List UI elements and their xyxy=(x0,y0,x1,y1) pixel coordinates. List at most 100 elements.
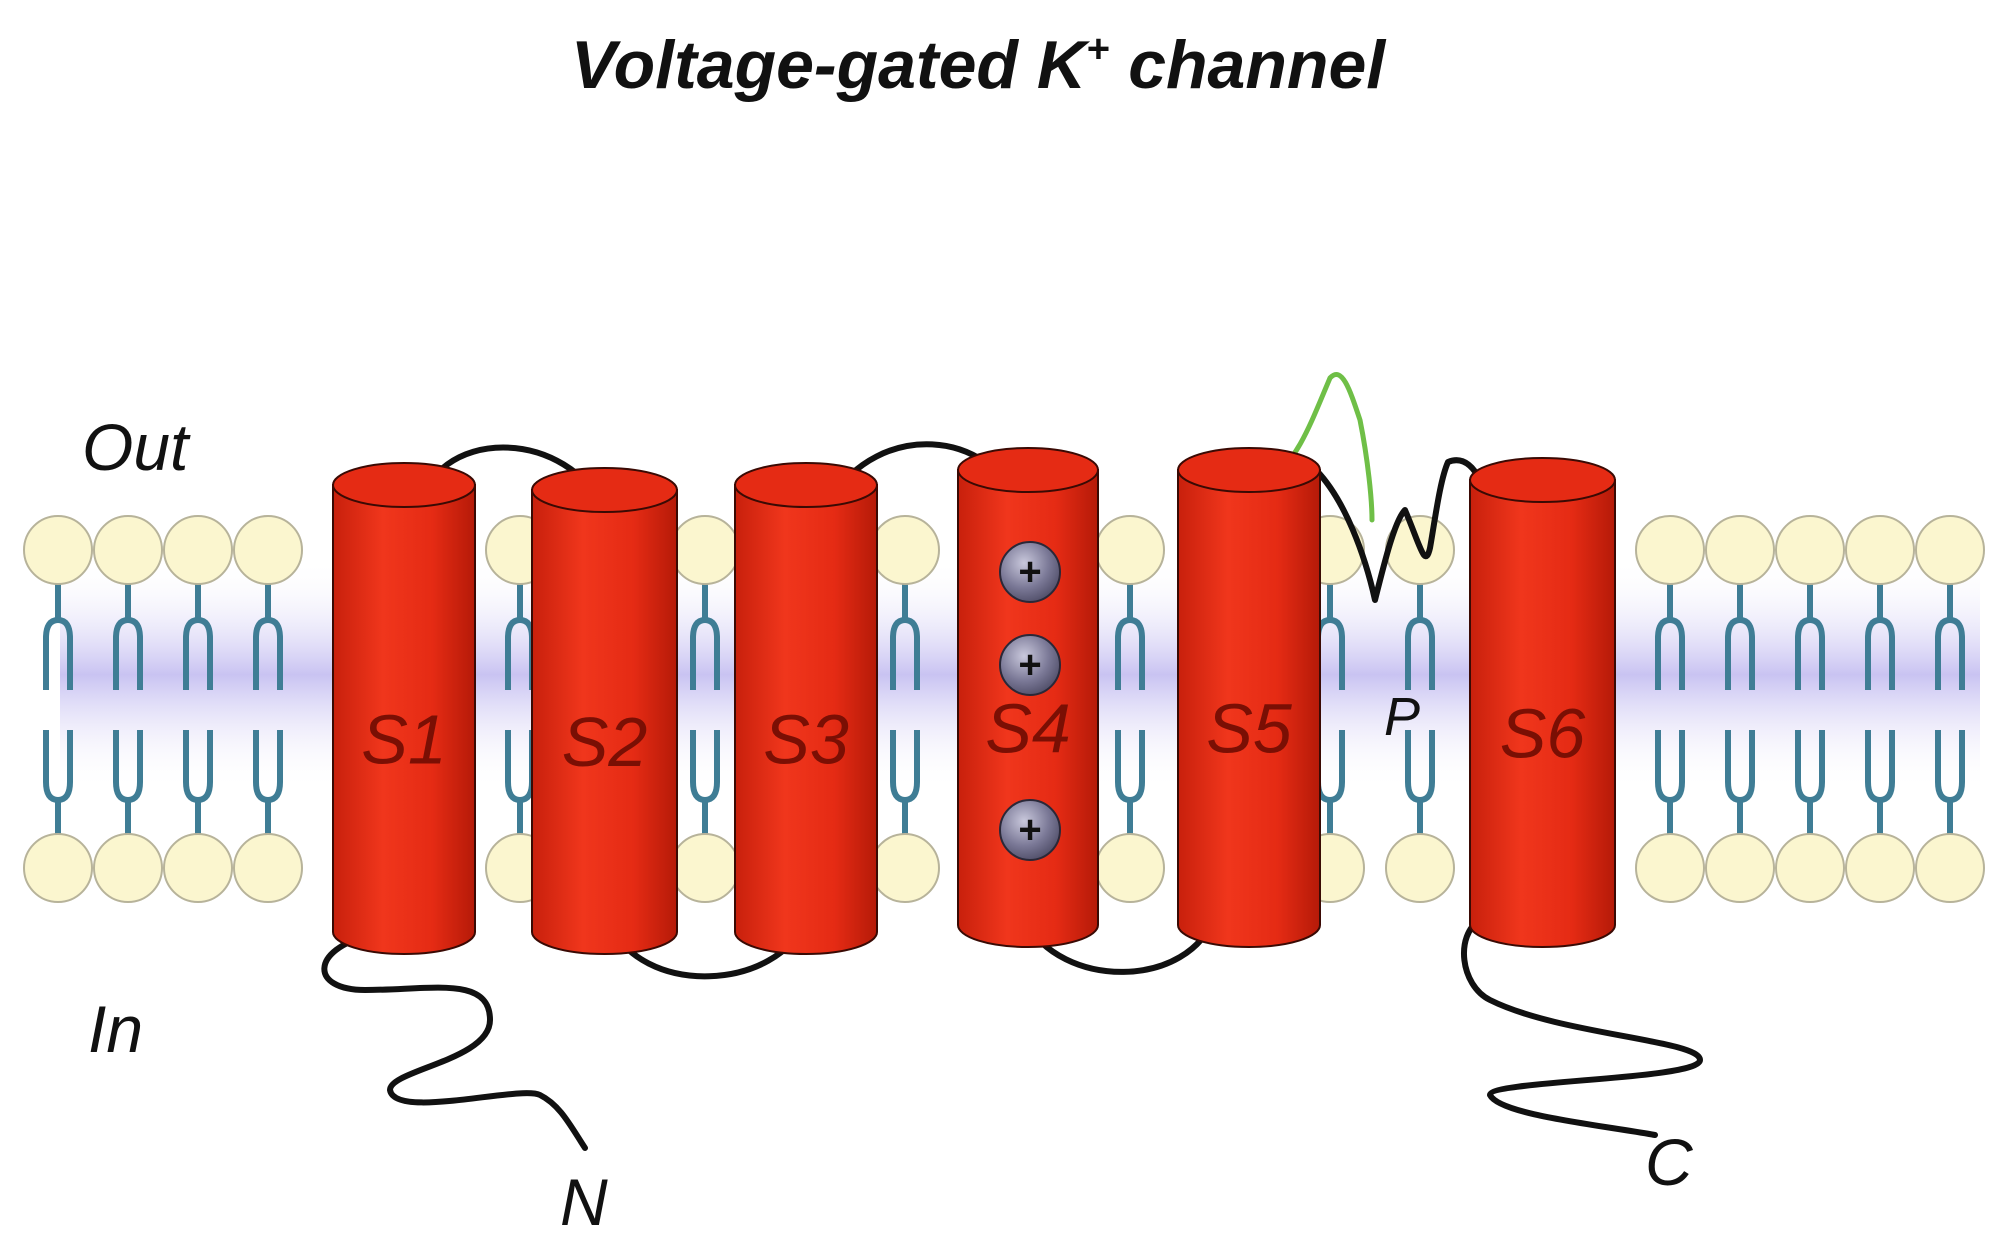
svg-text:+: + xyxy=(1018,808,1041,852)
helix-top-cap xyxy=(957,447,1099,493)
helix-s5: S5 xyxy=(1177,447,1321,948)
lipid-pair xyxy=(1385,515,1455,903)
helix-top-cap xyxy=(1177,447,1321,493)
lipid-headgroup-lower xyxy=(1385,833,1455,903)
lipid-tail xyxy=(1405,730,1435,804)
helix-body xyxy=(332,484,476,955)
helix-s1: S1 xyxy=(332,462,476,955)
lipid-headgroup-lower xyxy=(1635,833,1705,903)
lipid-pair xyxy=(93,515,163,903)
lipid-pair xyxy=(870,515,940,903)
lipid-tail xyxy=(1865,616,1895,690)
lipid-tail xyxy=(1725,616,1755,690)
lipid-headgroup-upper xyxy=(670,515,740,585)
helix-top-cap xyxy=(332,462,476,508)
title-main: Voltage-gated K xyxy=(571,27,1091,103)
helix-label: S6 xyxy=(1500,695,1586,773)
helix-label: S1 xyxy=(361,701,447,779)
lipid-tail xyxy=(1795,616,1825,690)
lipid-tail xyxy=(1655,730,1685,804)
helix-body xyxy=(531,489,678,955)
lipid-headgroup-lower xyxy=(1705,833,1775,903)
lipid-pair xyxy=(233,515,303,903)
lipid-tail xyxy=(253,730,283,804)
lipid-pair xyxy=(23,515,93,903)
positive-charge-icon: + xyxy=(999,799,1061,861)
lipid-tail xyxy=(183,730,213,804)
lipid-tail xyxy=(1655,616,1685,690)
helix-s6: S6 xyxy=(1469,457,1616,948)
helix-label: S5 xyxy=(1206,690,1293,768)
pore-loop-green-segment xyxy=(1265,372,1375,523)
lipid-pair xyxy=(1845,515,1915,903)
lipid-tail xyxy=(690,730,720,804)
lipid-headgroup-lower xyxy=(670,833,740,903)
lipid-headgroup-upper xyxy=(93,515,163,585)
lipid-tail xyxy=(690,616,720,690)
lipid-tail xyxy=(253,616,283,690)
diagram-title: Voltage-gated K+ channel xyxy=(571,27,1387,103)
lipid-tail xyxy=(890,616,920,690)
helix-top-cap xyxy=(1469,457,1616,503)
lipid-headgroup-upper xyxy=(1095,515,1165,585)
title-tail: channel xyxy=(1109,27,1387,103)
lipid-pair xyxy=(1705,515,1775,903)
label-n-terminus: N xyxy=(560,1165,608,1239)
lipid-headgroup-lower xyxy=(233,833,303,903)
lipid-headgroup-lower xyxy=(870,833,940,903)
label-out: Out xyxy=(82,410,191,484)
lipid-pair xyxy=(1635,515,1705,903)
svg-text:+: + xyxy=(1018,643,1041,687)
lipid-headgroup-upper xyxy=(233,515,303,585)
label-pore: P xyxy=(1384,687,1420,747)
helix-top-cap xyxy=(531,467,678,513)
lipid-tail xyxy=(1935,730,1965,804)
lipid-tail xyxy=(43,730,73,804)
lipid-pair xyxy=(670,515,740,903)
helix-s2: S2 xyxy=(531,467,678,955)
lipid-tail xyxy=(1935,616,1965,690)
lipid-headgroup-upper xyxy=(1915,515,1985,585)
label-c-terminus: C xyxy=(1645,1125,1694,1199)
lipid-tail xyxy=(43,616,73,690)
helix-top-cap xyxy=(734,462,878,508)
lipid-pair xyxy=(1915,515,1985,903)
lipid-headgroup-upper xyxy=(870,515,940,585)
c-terminal-tail xyxy=(1461,917,1703,1138)
helix-label: S4 xyxy=(985,690,1071,768)
lipid-headgroup-lower xyxy=(23,833,93,903)
helix-body xyxy=(1177,469,1321,948)
helix-body xyxy=(734,484,878,955)
lipid-headgroup-upper xyxy=(163,515,233,585)
lipid-tail xyxy=(1795,730,1825,804)
lipid-headgroup-upper xyxy=(1775,515,1845,585)
lipid-tail xyxy=(1115,730,1145,804)
helix-body xyxy=(957,469,1099,948)
helix-label: S2 xyxy=(562,703,648,781)
lipid-headgroup-upper xyxy=(1705,515,1775,585)
lipid-tail xyxy=(113,730,143,804)
positive-charge-icon: + xyxy=(999,634,1061,696)
lipid-molecules xyxy=(23,515,1985,903)
lipid-headgroup-lower xyxy=(1845,833,1915,903)
lipid-headgroup-upper xyxy=(1845,515,1915,585)
lipid-headgroup-lower xyxy=(1775,833,1845,903)
lipid-tail xyxy=(183,616,213,690)
lipid-pair xyxy=(1095,515,1165,903)
helix-body xyxy=(1469,479,1616,948)
lipid-headgroup-lower xyxy=(93,833,163,903)
lipid-tail xyxy=(1405,616,1435,690)
helix-label: S3 xyxy=(763,701,849,779)
positive-charge-icon: + xyxy=(999,541,1061,603)
lipid-tail xyxy=(113,616,143,690)
helix-s4: S4+++ xyxy=(957,447,1099,948)
helix-s3: S3 xyxy=(734,462,878,955)
lipid-tail xyxy=(1115,616,1145,690)
svg-text:+: + xyxy=(1018,550,1041,594)
label-in: In xyxy=(88,992,143,1066)
lipid-tail xyxy=(890,730,920,804)
lipid-tail xyxy=(1865,730,1895,804)
lipid-tail xyxy=(1725,730,1755,804)
lipid-headgroup-lower xyxy=(1095,833,1165,903)
